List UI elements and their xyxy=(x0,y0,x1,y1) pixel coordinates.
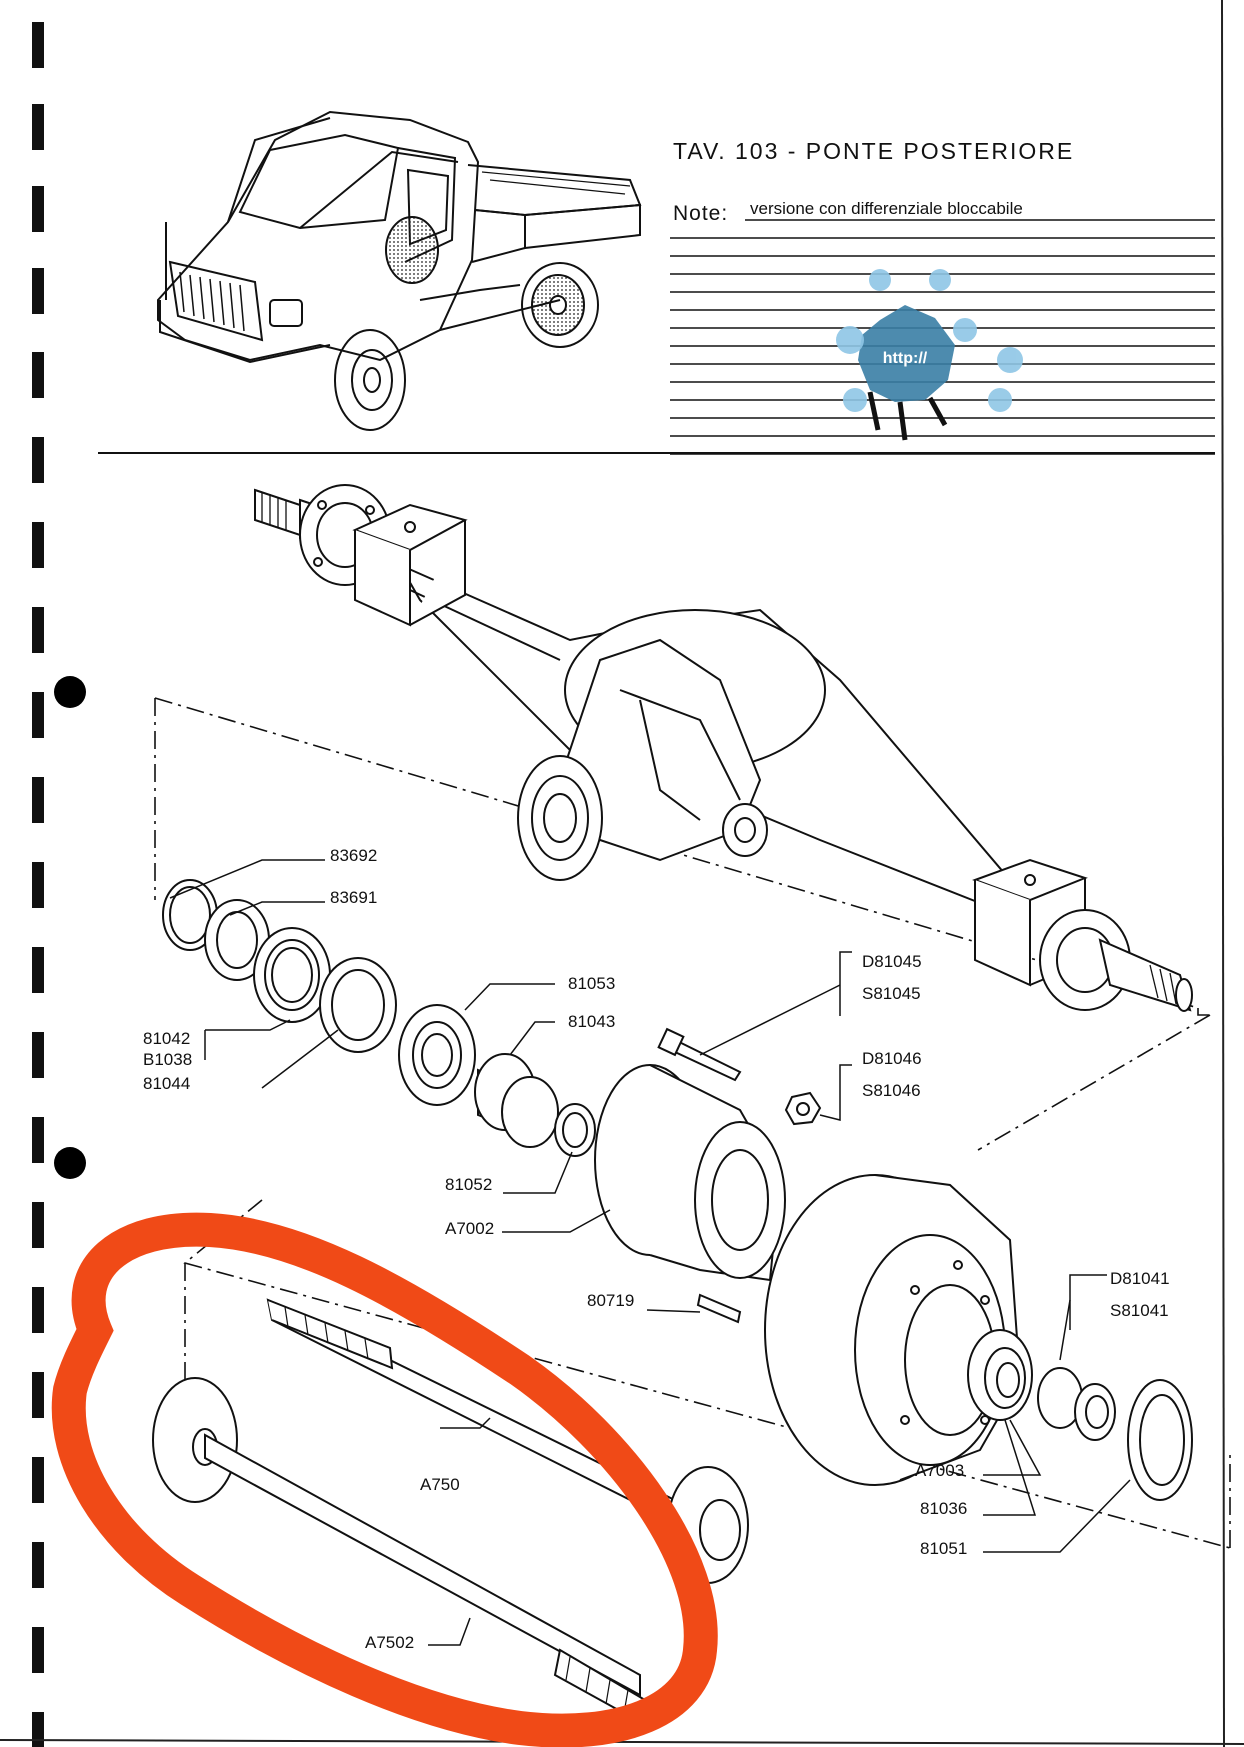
punch-hole xyxy=(54,1147,86,1179)
part-label-a7502: A7502 xyxy=(365,1633,415,1652)
binder-slot xyxy=(32,607,44,653)
axle-housing xyxy=(254,484,1193,1012)
binder-slot xyxy=(32,1032,44,1078)
binder-slot xyxy=(32,862,44,908)
part-label-a7002: A7002 xyxy=(445,1219,495,1238)
part-label-81053: 81053 xyxy=(568,974,616,993)
truck-illustration xyxy=(157,110,642,431)
page-title: TAV. 103 - PONTE POSTERIORE xyxy=(673,138,1075,164)
leader-lines xyxy=(169,859,1131,1646)
part-label-s81046: S81046 xyxy=(862,1081,921,1100)
watermark-logo: http:// xyxy=(836,269,1023,441)
part-label-83691: 83691 xyxy=(330,888,378,907)
part-label-81043: 81043 xyxy=(568,1012,616,1031)
bearing-components xyxy=(162,879,1193,1501)
binder-slot xyxy=(32,1712,44,1747)
binder-slot xyxy=(32,1627,44,1673)
part-label-81051: 81051 xyxy=(920,1539,968,1558)
binder-slot xyxy=(32,947,44,993)
header-divider xyxy=(98,452,1215,454)
binder-slot xyxy=(32,777,44,823)
part-label-d81045: D81045 xyxy=(862,952,922,971)
binder-slot xyxy=(32,522,44,568)
part-label-d81041: D81041 xyxy=(1110,1269,1170,1288)
part-label-81036: 81036 xyxy=(920,1499,968,1518)
binder-slot xyxy=(32,186,44,232)
binder-slot xyxy=(32,1287,44,1333)
part-label-81052: 81052 xyxy=(445,1175,493,1194)
part-label-81044: 81044 xyxy=(143,1074,191,1093)
highlight-circle xyxy=(51,1212,718,1747)
part-label-b1038: B1038 xyxy=(143,1050,193,1069)
note-label: Note: xyxy=(673,202,729,225)
part-label-a7501: A750 xyxy=(420,1475,460,1494)
binder-slot xyxy=(32,692,44,738)
binder-slot xyxy=(32,352,44,398)
binder-slot xyxy=(32,1117,44,1163)
binder-slot xyxy=(32,437,44,483)
binder-slot xyxy=(32,1372,44,1418)
binder-slot xyxy=(32,1202,44,1248)
binder-slot xyxy=(32,104,44,150)
binder-slot xyxy=(32,22,44,68)
punch-hole xyxy=(54,676,86,708)
part-label-81042: 81042 xyxy=(143,1029,191,1048)
binder-slot xyxy=(32,1457,44,1503)
part-label-83692: 83692 xyxy=(330,846,378,865)
part-label-s81041: S81041 xyxy=(1110,1301,1169,1320)
part-label-d81046: D81046 xyxy=(862,1049,922,1068)
note-text: versione con differenziale bloccabile xyxy=(750,199,1023,218)
note-ruled-lines xyxy=(670,219,1215,455)
part-label-80719: 80719 xyxy=(587,1291,635,1310)
binder-strip xyxy=(0,0,80,1747)
part-label-a7003: A7003 xyxy=(915,1461,965,1480)
part-label-s81045: S81045 xyxy=(862,984,921,1003)
binder-slot xyxy=(32,268,44,314)
axle-shafts xyxy=(152,1298,749,1724)
watermark-text: http:// xyxy=(883,350,928,367)
binder-slot xyxy=(32,1542,44,1588)
